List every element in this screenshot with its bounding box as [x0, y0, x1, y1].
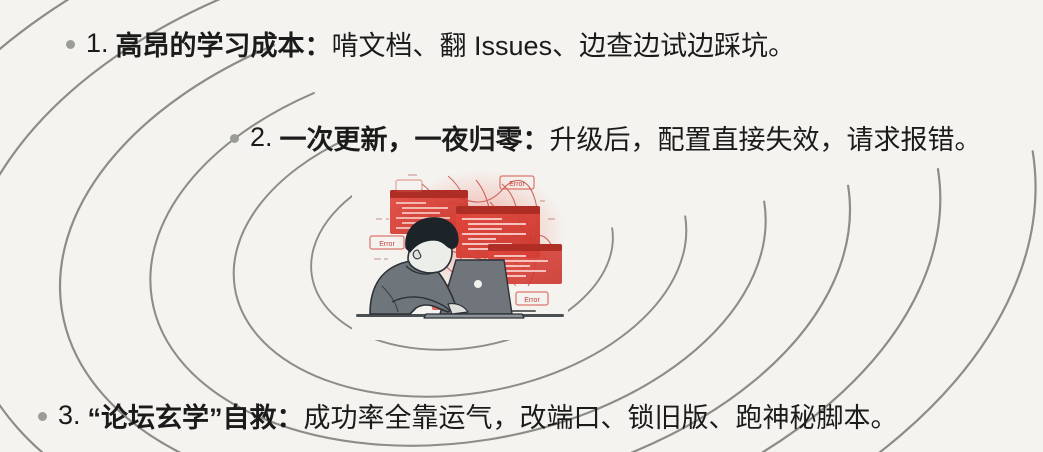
- svg-text:Error: Error: [509, 181, 525, 188]
- scatter-marks: [374, 174, 555, 260]
- error-badge-top-right: Error: [499, 175, 535, 190]
- bullet-number-3: 3.: [58, 400, 81, 430]
- bullet-line-2: 2. 一次更新，一夜归零： 升级后，配置直接失效，请求报错。: [230, 118, 982, 157]
- bullet-strong-2: 一次更新，一夜归零：: [279, 125, 550, 155]
- bullet-strong-3: “论坛玄学”自救：: [87, 403, 304, 433]
- bullet-strong-1: 高昂的学习成本：: [115, 31, 332, 61]
- bullet-dot-3: [38, 412, 47, 421]
- bullet-line-3: 3. “论坛玄学”自救： 成功率全靠运气，改端口、锁旧版、跑神秘脚本。: [38, 396, 898, 435]
- bullet-dot-1: [66, 40, 75, 49]
- bullet-line-1: 1. 高昂的学习成本： 啃文档、翻 Issues、边查边试边踩坑。: [66, 24, 795, 63]
- bullet-rest-2: 升级后，配置直接失效，请求报错。: [549, 125, 982, 155]
- developer-error-illustration: Error Error Error: [352, 162, 568, 340]
- laptop: [423, 259, 525, 319]
- bullet-dot-2: [230, 134, 239, 143]
- svg-text:Error: Error: [524, 297, 540, 304]
- person-developer: [369, 217, 469, 315]
- error-badge-left: Error: [369, 235, 405, 250]
- error-badge-bottom-right: Error: [515, 291, 549, 306]
- bullet-number-1: 1.: [86, 28, 109, 58]
- svg-text:Error: Error: [379, 241, 395, 248]
- error-badge-top-mid: [395, 179, 423, 192]
- bullet-rest-3: 成功率全靠运气，改端口、锁旧版、跑神秘脚本。: [303, 403, 898, 433]
- bullet-rest-1: 啃文档、翻 Issues、边查边试边踩坑。: [331, 31, 796, 61]
- bullet-number-2: 2.: [250, 122, 273, 152]
